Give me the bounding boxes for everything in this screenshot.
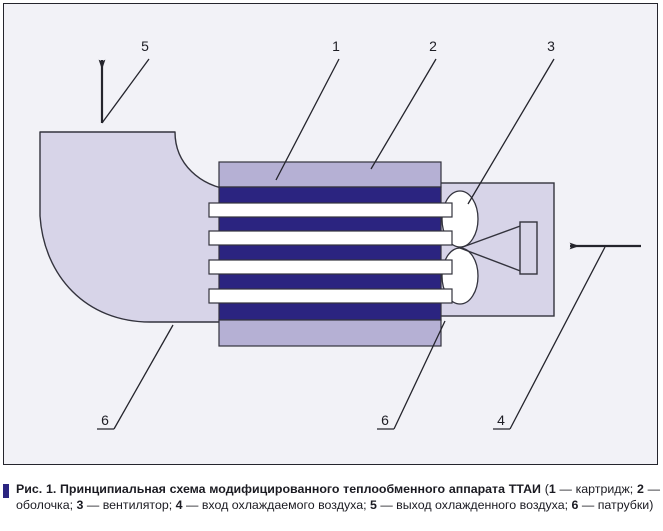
callout-leader-2	[370, 58, 437, 170]
figure-panel: 5 1 2 3 6 6 4	[3, 3, 658, 465]
legend-text-3: вход охлаждаемого воздуха;	[201, 498, 370, 513]
caption-text: Рис. 1. Принципиальная схема модифициров…	[16, 481, 660, 513]
callout-label-6a: 6	[101, 412, 109, 428]
legend-number-4-3: 4	[175, 498, 183, 513]
figure-caption: Рис. 1. Принципиальная схема модифициров…	[3, 481, 660, 513]
shell-body	[39, 131, 233, 323]
caption-figure-number: Рис. 1.	[16, 482, 57, 496]
callout-leader-6b	[393, 320, 446, 430]
callout-label-4: 4	[497, 412, 505, 428]
legend-dash-2: —	[83, 498, 103, 513]
tube-1	[208, 202, 453, 218]
legend-number-6-5: 6	[571, 498, 579, 513]
legend-number-2-1: 2	[636, 482, 644, 496]
callout-label-6b: 6	[381, 412, 389, 428]
caption-legend-list: 1 — картридж; 2 — оболочка; 3 — вентилят…	[16, 482, 660, 512]
fan-motor-body	[519, 221, 538, 275]
callout-leader-3	[467, 58, 555, 205]
caption-legend-open: (	[544, 482, 549, 496]
callout-label-3: 3	[547, 38, 555, 54]
fan-motor-cone	[459, 224, 524, 273]
legend-number-5-4: 5	[369, 498, 377, 513]
callout-label-1: 1	[332, 38, 340, 54]
legend-dash-4: —	[376, 498, 397, 513]
tube-2	[208, 230, 453, 246]
legend-text-2: вентилятор;	[102, 498, 176, 513]
legend-text-1: оболочка;	[16, 498, 77, 513]
legend-text-5: патрубки)	[597, 498, 654, 513]
legend-dash-0: —	[555, 482, 576, 496]
callout-label-2: 2	[429, 38, 437, 54]
cartridge-cap-bottom	[218, 319, 442, 347]
legend-dash-5: —	[578, 498, 598, 513]
legend-dash-1: —	[643, 482, 660, 496]
caption-bullet-icon	[3, 484, 9, 498]
cartridge-cap-top	[218, 161, 442, 188]
callout-leader-5	[101, 58, 150, 124]
callout-leader-1	[275, 58, 340, 181]
legend-text-0: картридж;	[575, 482, 637, 496]
tube-4	[208, 288, 453, 304]
legend-number-1-0: 1	[548, 482, 556, 496]
tube-3	[208, 259, 453, 275]
legend-number-3-2: 3	[76, 498, 84, 513]
caption-title: Принципиальная схема модифицированного т…	[60, 482, 541, 496]
callout-leader-4	[509, 246, 606, 430]
callout-leader-6a	[113, 324, 174, 430]
schematic-diagram: 5 1 2 3 6 6 4	[39, 38, 641, 430]
legend-text-4: выход охлажденного воздуха;	[396, 498, 572, 513]
legend-dash-3: —	[182, 498, 202, 513]
callout-label-5: 5	[141, 38, 149, 54]
